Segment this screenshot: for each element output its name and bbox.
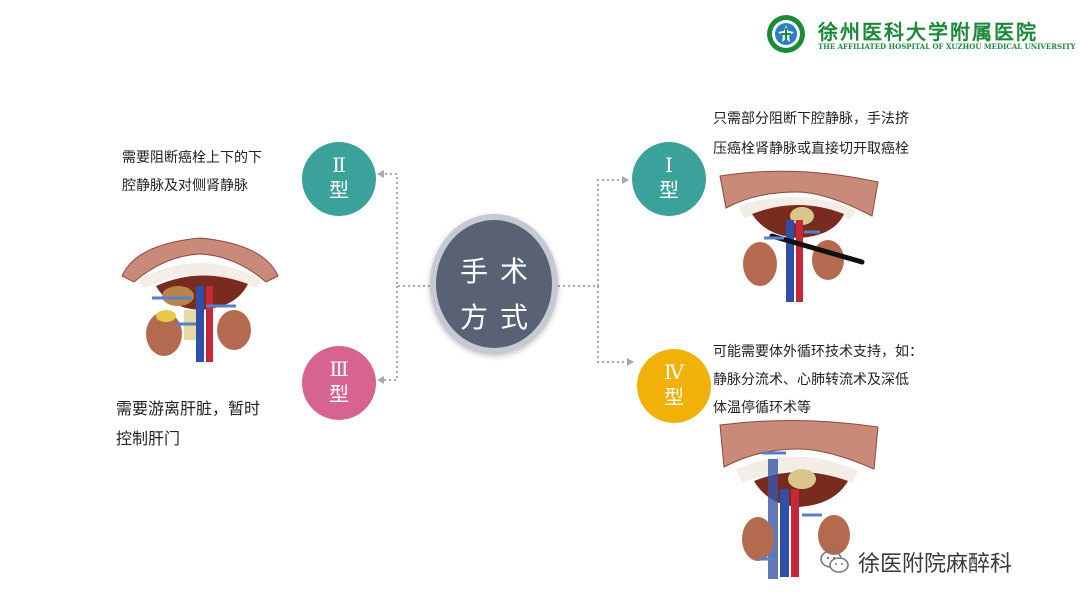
type-I-numeral: Ⅰ bbox=[665, 153, 673, 177]
type-I-desc-line2: 压癌栓肾静脉或直接切开取癌栓 bbox=[713, 141, 909, 157]
type-II-description: 需要阻断癌栓上下的下 腔静脉及对侧肾静脉 bbox=[122, 144, 262, 200]
connector-to-type-IV bbox=[597, 286, 634, 366]
watermark-text: 徐医附院麻醉科 bbox=[858, 552, 1013, 577]
center-title-line1: 手术 bbox=[459, 255, 540, 288]
anatomy-illustration-type-IV bbox=[719, 419, 879, 579]
type-IV-desc-line2: 静脉分流术、心肺转流术及深低 bbox=[713, 372, 909, 388]
type-III-node: Ⅲ 型 bbox=[302, 346, 376, 420]
type-IV-node: Ⅳ 型 bbox=[637, 349, 711, 423]
wechat-icon bbox=[820, 550, 849, 573]
type-II-desc-line2: 腔静脉及对侧肾静脉 bbox=[122, 178, 248, 194]
type-I-node: Ⅰ 型 bbox=[632, 142, 706, 216]
hospital-emblem-icon bbox=[767, 15, 805, 53]
connector-to-type-II bbox=[377, 170, 430, 287]
type-I-description: 只需部分阻断下腔静脉，手法挤 压癌栓肾静脉或直接切开取癌栓 bbox=[713, 104, 909, 164]
connector-to-type-I bbox=[558, 176, 629, 287]
anatomy-illustration-type-I bbox=[719, 170, 879, 302]
type-III-description: 需要游离肝脏，暂时 控制肝门 bbox=[116, 394, 260, 454]
type-IV-desc-line3: 体温停循环术等 bbox=[713, 400, 811, 416]
type-IV-desc-line1: 可能需要体外循环技术支持，如： bbox=[713, 344, 923, 360]
type-IV-numeral: Ⅳ bbox=[664, 360, 684, 384]
hospital-logo: 徐州医科大学附属医院 THE AFFILIATED HOSPITAL OF XU… bbox=[766, 14, 1076, 58]
type-II-node: Ⅱ 型 bbox=[302, 142, 376, 216]
center-title-line2: 方式 bbox=[459, 301, 540, 334]
type-III-numeral: Ⅲ bbox=[329, 357, 349, 381]
type-IV-description: 可能需要体外循环技术支持，如： 静脉分流术、心肺转流术及深低 体温停循环术等 bbox=[713, 338, 923, 422]
anatomy-illustration-type-II bbox=[121, 237, 279, 362]
surgery-method-center-node: 手术 方式 bbox=[430, 214, 558, 354]
type-II-desc-line1: 需要阻断癌栓上下的下 bbox=[122, 150, 262, 166]
logo-chinese-name: 徐州医科大学附属医院 bbox=[818, 20, 1038, 44]
type-II-suffix: 型 bbox=[329, 178, 349, 202]
type-III-desc-line2: 控制肝门 bbox=[116, 429, 181, 448]
type-III-desc-line1: 需要游离肝脏，暂时 bbox=[116, 399, 261, 418]
wechat-watermark: 徐医附院麻醉科 bbox=[820, 544, 1012, 580]
logo-english-name: THE AFFILIATED HOSPITAL OF XUZHOU MEDICA… bbox=[818, 42, 1076, 51]
type-III-suffix: 型 bbox=[329, 382, 349, 406]
type-I-desc-line1: 只需部分阻断下腔静脉，手法挤 bbox=[713, 111, 909, 127]
connector-to-type-III bbox=[377, 286, 398, 384]
type-IV-suffix: 型 bbox=[664, 385, 684, 409]
type-II-numeral: Ⅱ bbox=[332, 153, 346, 177]
type-I-suffix: 型 bbox=[659, 178, 679, 202]
